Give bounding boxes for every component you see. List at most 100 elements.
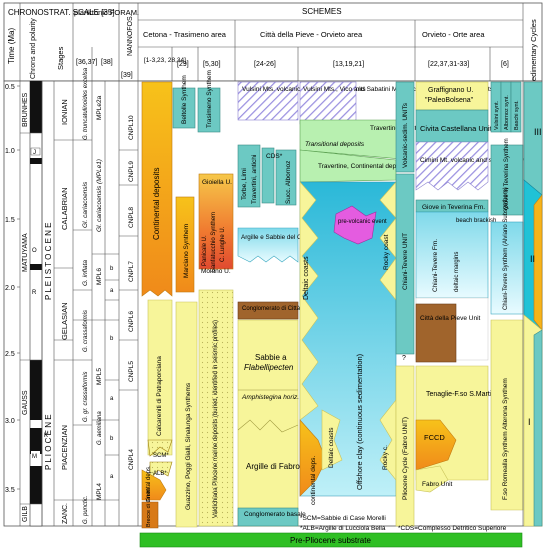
- time-tick-3-0: 3.0: [5, 418, 15, 425]
- ref-22: [22,37,31-33]: [428, 61, 469, 68]
- baschi-label: Baschi synt.: [514, 100, 520, 130]
- nanno-cnpl5: CNPL5: [128, 361, 135, 382]
- conglomerato-basale-label-1: Conglomerato basale: [244, 511, 306, 518]
- schemes-header: SCHEMES: [302, 7, 342, 16]
- citta-area: Valdichiana Pliocene marine deposits (bu…: [198, 81, 494, 527]
- m-label: M: [32, 454, 37, 460]
- sanfatucchio-label: Sanfatucchio Synthem: [211, 212, 217, 272]
- stages-column: IONIAN CALABRIAN GELASIAN PIACENZIAN ZAN…: [54, 81, 74, 526]
- time-header: Time (Ma): [7, 28, 16, 64]
- time-tick-1-5: 1.5: [5, 217, 15, 224]
- footnotes: *SCM=Sabbie di Case Morelli *ALB=Argille…: [300, 515, 507, 532]
- chiani-fm-label: Chiani-Tevere Fm.: [432, 239, 439, 292]
- zanc-label: ZANC.: [62, 503, 69, 524]
- header: Time (Ma) CHRONOSTRAT. SCALE [35] Chrons…: [3, 2, 543, 86]
- albornoz-synt-label: Albornoz synt.: [504, 95, 510, 130]
- alb-label: ALB*: [153, 471, 167, 477]
- valdichiana-label-1: Valdichiana Pliocene marine deposits (bu…: [213, 320, 219, 518]
- matuyama-label: MATUYAMA: [22, 233, 29, 272]
- conglomerato-pieve-label: Conglomerato di Città della Pieve: [242, 306, 332, 312]
- scm-label: SCM*: [153, 453, 169, 459]
- beltolle-label: Beltolle Synthem: [181, 75, 188, 124]
- foram-inflata: G. inflata: [82, 260, 89, 286]
- tenaglie-label: Tenaglie-F.so S.Martino Unit: [426, 391, 514, 398]
- sed-cycles-header: Sedimentary Cycles: [529, 19, 538, 86]
- marciano-label: Marciano Synthem: [183, 224, 190, 278]
- orvieto-header: Orvieto - Orte area: [422, 30, 485, 39]
- time-tick-0-5: 0.5: [5, 84, 15, 91]
- moiano-label: Moiano U.: [201, 268, 231, 275]
- ref-39: [39]: [121, 72, 133, 79]
- giove-synthem-label: Giove in Teverina Synthem: [504, 138, 510, 210]
- chronostrat-header: CHRONOSTRAT. SCALE [35]: [8, 8, 115, 17]
- cimini-label: Cimini Mt. volcanic and sedimentary unit…: [420, 157, 540, 164]
- foram-columns: G. truncatulinoides excelsa Gl. cariacoe…: [73, 67, 120, 526]
- stages-header: Stages: [56, 46, 65, 70]
- o-label: O: [32, 248, 37, 254]
- cycle-iii-label: III: [534, 127, 542, 137]
- panicale-label: Panicale U.: [202, 235, 208, 266]
- continental-deps-label: Continental deps.: [146, 465, 152, 512]
- polarity-column: BRUNHES MATUYAMA GAUSS GILB J O R M K P …: [20, 80, 73, 527]
- ref-36-37: [36,37]: [76, 59, 97, 66]
- gelasian-label: GELASIAN: [60, 302, 69, 340]
- flabell-label: Flabellipecten: [244, 363, 294, 372]
- r-label: R: [32, 290, 37, 296]
- chiani-synthem-label: Chiani-Tevere Synthem (Alviano Subsynthe…: [503, 187, 509, 310]
- piacenzian-label: PIACENZIAN: [60, 425, 69, 470]
- sabbie-label: Sabbie a: [255, 353, 287, 362]
- lunghe-label: C. Lunghe U.: [220, 226, 226, 262]
- guazzino-label: Guazzino, Poggi Gialli, Sinalunga Synthe…: [185, 382, 192, 510]
- trasimeno-label: Trasimeno Synthem: [206, 70, 213, 128]
- vulsini-synt-label: Vulsini synt.: [494, 100, 500, 130]
- foram-crass: G. crassaformis: [83, 310, 89, 352]
- time-tick-2-0: 2.0: [5, 285, 15, 292]
- foram-mpl5: MPL5: [96, 368, 103, 385]
- ref-cetona-1: [1-3,23, 28,34]: [144, 57, 186, 64]
- chiani-tevere-unit-label: Chiani-Tevere UNIT: [402, 233, 409, 290]
- cetona-area: Continental deposits Calcareniti di Patr…: [141, 70, 234, 529]
- beach-label: beach brackish: [456, 218, 496, 224]
- fabro-unit-label: Fabro Unit: [422, 481, 453, 488]
- brunhes-label: BRUNHES: [22, 92, 29, 127]
- nanno-cnpl8: CNPL8: [128, 207, 135, 228]
- amphistegina-label: Amphistegina horiz.: [241, 394, 299, 401]
- rocky-coast-label: Rocky coast: [383, 234, 390, 270]
- footnote-cds: *CDS=Complesso Detritico Superiore: [398, 525, 507, 532]
- volcanic-sedim-label: Volcanic-sedim. UNITs: [402, 102, 409, 168]
- foram-sub-b2: b: [110, 336, 114, 342]
- question-mark: ?: [402, 355, 406, 362]
- gilb-label: GILB: [22, 506, 29, 522]
- foram-sub-a3: a: [110, 474, 114, 480]
- foram-sub-a1: a: [110, 288, 114, 294]
- nanno-column: CNPL10 CNPL9 CNPL8 CNPL7 CNPL6 CNPL5 CNP…: [119, 81, 139, 526]
- continental-deposits-label: Continental deposits: [152, 168, 161, 241]
- nannofos-header: NANNOFOS.: [127, 14, 134, 56]
- foram-trunc: G. truncatulinoides excelsa: [83, 67, 89, 140]
- chrons-polarity-header: Chrons and polarity: [30, 18, 37, 79]
- calcareniti-label: Calcareniti di Patraporciana: [156, 356, 163, 436]
- pliocene-label: P L I O C E N E: [44, 414, 53, 470]
- foram-mpl4: MPL4: [96, 483, 103, 500]
- time-axis: 0.5 1.0 1.5 2.0 2.5 3.0 3.5: [5, 81, 21, 526]
- cds-label: CDS*: [266, 153, 283, 160]
- deltaic-coasts-lower-label: Deltaic coasts: [328, 427, 335, 468]
- ref-38: [38]: [101, 59, 113, 66]
- substrate-label: Pre-Pliocene substrate: [290, 536, 371, 545]
- time-tick-3-5: 3.5: [5, 487, 15, 494]
- ref-5-30: [5,30]: [203, 61, 221, 68]
- pleistocene-label: P L E I S T O C E N E: [44, 222, 53, 300]
- deltaic-margins-label: deltaic margins: [454, 252, 460, 292]
- gioiella-label: Gioiella U.: [202, 179, 232, 186]
- gauss-label: GAUSS: [22, 390, 29, 415]
- foram-sub-b3: b: [110, 436, 114, 442]
- succ-albornoz-label: Succ. Albornoz: [285, 161, 292, 204]
- j-label: J: [33, 150, 36, 156]
- ref-24-26: [24-26]: [254, 61, 276, 68]
- time-tick-1-0: 1.0: [5, 148, 15, 155]
- continental-deposits-block: [141, 81, 173, 297]
- nanno-cnpl6: CNPL6: [128, 311, 135, 332]
- foram-aemil: G. aemiliana: [97, 411, 103, 445]
- fccd-label: FCCD: [424, 433, 445, 442]
